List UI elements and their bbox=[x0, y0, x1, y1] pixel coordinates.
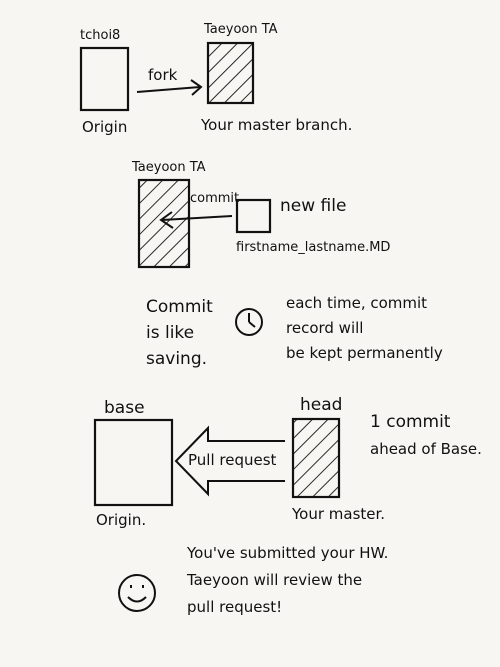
commit-ahead-line-1: 1 commit bbox=[370, 412, 451, 432]
fork-arrow bbox=[136, 79, 203, 96]
master-head-caption: Your master. bbox=[292, 505, 386, 523]
submission-message-line-2: Taeyoon will review the bbox=[187, 571, 363, 589]
submission-message-line-1: You've submitted your HW. bbox=[187, 544, 389, 562]
repo-box bbox=[137, 178, 191, 269]
commit-label: commit bbox=[190, 191, 240, 206]
submission-message-line-3: pull request! bbox=[187, 598, 283, 616]
commit-ahead-line-2: ahead of Base. bbox=[370, 440, 482, 458]
origin-base-caption: Origin. bbox=[96, 511, 147, 529]
commit-analogy-line-2: is like bbox=[146, 323, 195, 343]
clock-icon bbox=[235, 308, 263, 336]
head-box bbox=[291, 417, 341, 499]
pull-request-arrow bbox=[174, 425, 285, 497]
origin-box bbox=[79, 46, 130, 112]
commit-record-line-3: be kept permanently bbox=[286, 344, 443, 362]
base-label: base bbox=[104, 398, 145, 418]
commit-record-line-2: record will bbox=[286, 319, 364, 337]
new-file-label: new file bbox=[280, 196, 347, 216]
commit-record-line-1: each time, commit bbox=[286, 294, 428, 312]
filename-label: firstname_lastname.MD bbox=[236, 240, 391, 255]
commit-analogy-line-1: Commit bbox=[146, 297, 213, 317]
fork-target-box bbox=[206, 41, 255, 105]
fork-label: fork bbox=[148, 66, 178, 84]
commit-analogy-line-3: saving. bbox=[146, 349, 208, 369]
origin-caption: Origin bbox=[82, 118, 128, 136]
master-branch-caption: Your master branch. bbox=[201, 116, 353, 134]
head-label: head bbox=[300, 395, 343, 415]
new-file-box bbox=[235, 198, 272, 234]
commit-arrow bbox=[159, 211, 233, 229]
fork-source-owner: tchoi8 bbox=[80, 28, 121, 43]
pull-request-label: Pull request bbox=[188, 451, 277, 469]
repo-owner: Taeyoon TA bbox=[132, 160, 206, 175]
fork-target-owner: Taeyoon TA bbox=[204, 22, 278, 37]
base-box bbox=[93, 418, 174, 507]
smiley-icon bbox=[118, 574, 156, 612]
